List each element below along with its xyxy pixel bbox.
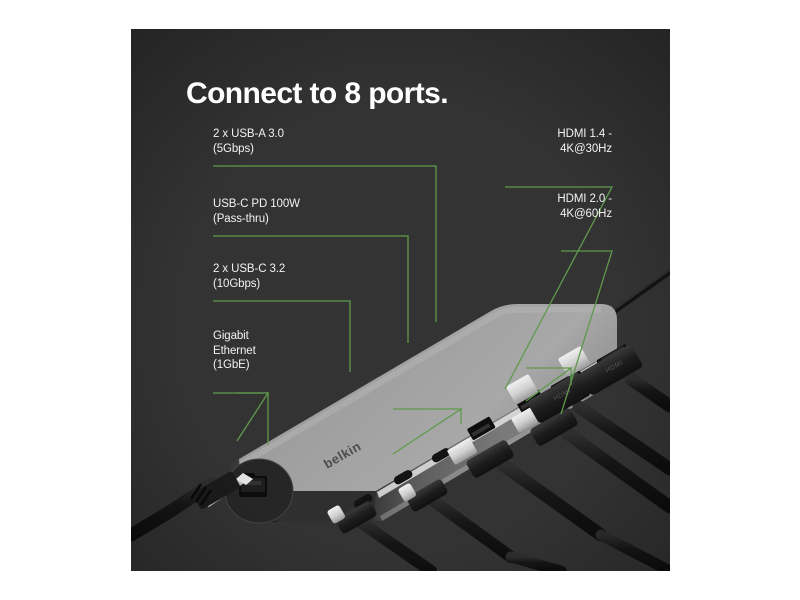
callout-label-usb-c-32: 2 x USB-C 3.2 (10Gbps) [213, 263, 286, 290]
callout-label-usb-a-3: 2 x USB-A 3.0 (5Gbps) [213, 128, 284, 155]
callout-label-usb-c-pd: USB-C PD 100W (Pass-thru) [213, 198, 300, 225]
callout-label-hdmi-14: HDMI 1.4 - 4K@30Hz [557, 128, 612, 155]
page-title: Connect to 8 ports. [186, 77, 449, 110]
dark-product-panel: belkin [131, 29, 670, 571]
callout-label-hdmi-20: HDMI 2.0 - 4K@60Hz [557, 193, 612, 220]
callout-label-gigabit-ethernet: Gigabit Ethernet (1GbE) [213, 330, 256, 371]
